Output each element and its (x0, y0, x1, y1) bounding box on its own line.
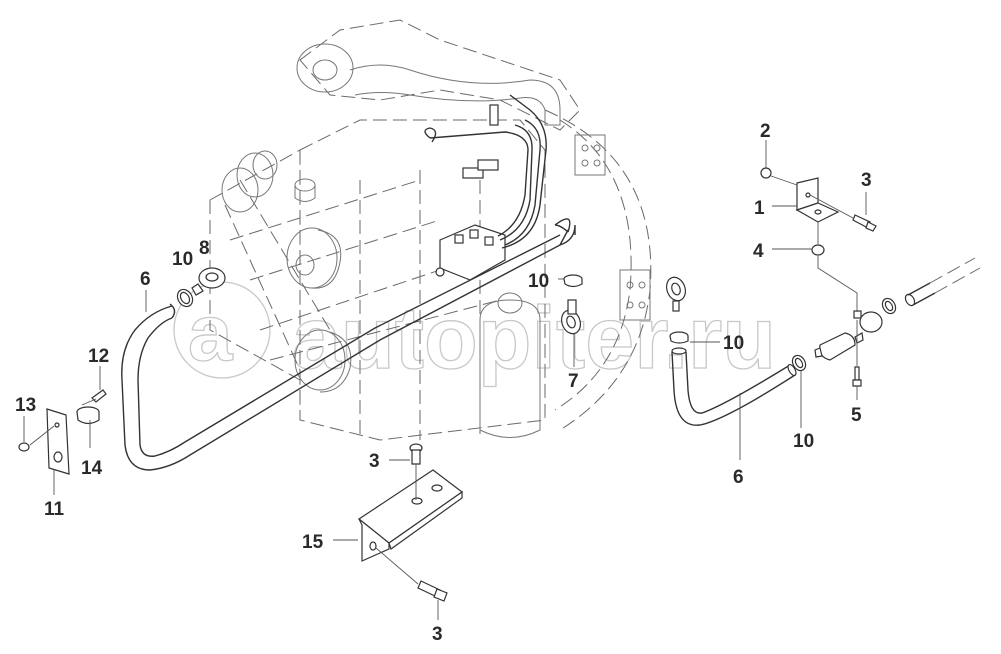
callout-10-left: 10 (172, 249, 193, 270)
fuel-pipe-right (904, 257, 981, 307)
clamp-14 (76, 406, 100, 425)
callout-14: 14 (81, 458, 103, 479)
callout-10-right-upper: 10 (723, 333, 744, 354)
clamp-bracket-right (853, 310, 883, 333)
callout-1: 1 (754, 198, 765, 219)
hose-6-right (671, 347, 797, 426)
callout-8: 8 (199, 238, 210, 259)
callout-3-upper: 3 (369, 451, 380, 472)
leader-lines (23, 140, 867, 620)
bracket-1 (795, 177, 840, 223)
hose-clamp-10-right-upper (669, 331, 689, 344)
bolt-3-upper (409, 443, 423, 465)
nut-13 (18, 442, 30, 452)
callout-10-center: 10 (528, 271, 549, 292)
hose-clamp-right-far (881, 297, 897, 315)
hose-clamp-10-center (563, 274, 583, 288)
callout-3-top: 3 (861, 170, 872, 191)
banjo-fitting-7 (560, 299, 582, 335)
callout-labels: 2 3 1 4 5 10 10 10 6 7 6 10 8 12 13 14 1… (15, 121, 872, 645)
hose-clamp-10-right-lower (791, 354, 807, 372)
callout-5: 5 (851, 405, 862, 426)
callout-12: 12 (88, 346, 109, 367)
bracket-plate-11 (46, 408, 70, 475)
bolt-5 (852, 366, 862, 387)
bracket-15 (357, 469, 464, 562)
washer-4 (811, 244, 825, 256)
watermark: a autopiter.ru (173, 281, 777, 388)
injection-pump (424, 94, 547, 281)
callout-1-2: 2 (760, 121, 771, 142)
callout-11: 11 (44, 499, 65, 520)
callout-6-left: 6 (140, 269, 151, 290)
callout-3-lower: 3 (432, 624, 443, 645)
bolt-3-lower (417, 580, 448, 602)
bolt-3-top (852, 214, 877, 232)
callout-7: 7 (568, 371, 579, 392)
callout-10-right-lower: 10 (793, 431, 814, 452)
callout-4: 4 (753, 241, 764, 262)
inline-fuel-filter (814, 332, 864, 361)
banjo-fitting-8 (191, 267, 226, 296)
watermark-text: autopiter.ru (292, 288, 776, 387)
callout-6-right: 6 (733, 467, 744, 488)
hose-clamp-10-left (176, 288, 194, 308)
nut-2 (760, 167, 772, 179)
callout-13: 13 (15, 395, 36, 416)
banjo-fitting-right (665, 276, 687, 312)
callout-15: 15 (302, 532, 324, 553)
hose-6-left (121, 218, 576, 471)
engine-outline (209, 19, 652, 441)
